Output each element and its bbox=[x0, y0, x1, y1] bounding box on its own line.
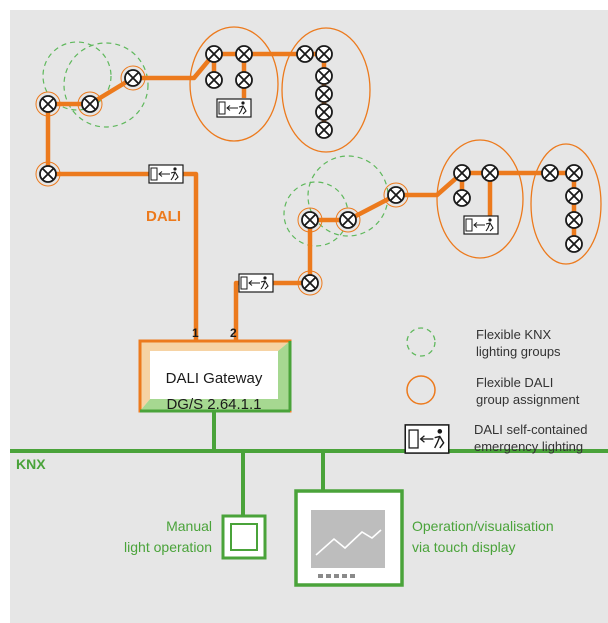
lamp-icon bbox=[565, 164, 583, 182]
touch-display-label: Operation/visualisation via touch displa… bbox=[412, 516, 554, 558]
touch-display-icon bbox=[294, 489, 404, 587]
dali-group-ellipse bbox=[530, 143, 602, 265]
manual-line2: light operation bbox=[124, 539, 212, 555]
lamp-icon bbox=[565, 211, 583, 229]
legend-knx-groups: Flexible KNX lighting groups bbox=[476, 326, 561, 360]
dali-group-ellipse bbox=[436, 139, 524, 259]
lamp-icon bbox=[296, 45, 314, 63]
touch-line2: via touch display bbox=[412, 539, 516, 555]
dali-group-ellipses bbox=[189, 26, 602, 265]
lamp-icon bbox=[124, 69, 142, 87]
dali-group-ellipse bbox=[189, 26, 279, 142]
legend-dali-groups-line2: group assignment bbox=[476, 392, 580, 407]
lamp-icon bbox=[481, 164, 499, 182]
legend-emergency-line1: DALI self-contained bbox=[474, 422, 588, 437]
port-1-label: 1 bbox=[192, 326, 199, 340]
push-button-icon bbox=[221, 514, 267, 560]
legend-emergency-line2: emergency lighting bbox=[474, 439, 584, 454]
lamp-icon bbox=[565, 187, 583, 205]
knx-group-circle bbox=[406, 327, 436, 357]
lamp-icon bbox=[39, 95, 57, 113]
lamp-icon bbox=[315, 121, 333, 139]
legend-dali-groups-line1: Flexible DALI bbox=[476, 375, 554, 390]
knx-group-circle bbox=[63, 42, 149, 128]
emergency-light-icon bbox=[216, 98, 252, 118]
lamp-icon bbox=[205, 45, 223, 63]
lamp-icon bbox=[39, 165, 57, 183]
dali-gateway-box bbox=[138, 339, 292, 413]
lamp-icon bbox=[235, 71, 253, 89]
legend-emergency: DALI self-contained emergency lighting bbox=[474, 421, 587, 455]
dali-group-ellipse bbox=[406, 375, 436, 405]
manual-line1: Manual bbox=[166, 518, 212, 534]
knx-bus bbox=[10, 406, 608, 516]
legend-knx-groups-line1: Flexible KNX bbox=[476, 327, 552, 342]
manual-operation-label: Manual light operation bbox=[96, 516, 212, 558]
lamp-icon bbox=[315, 103, 333, 121]
lamp-icon bbox=[315, 67, 333, 85]
knx-group-circle bbox=[42, 41, 112, 111]
port-2-label: 2 bbox=[230, 326, 237, 340]
lamp-icon bbox=[453, 164, 471, 182]
lamp-icon bbox=[453, 189, 471, 207]
dali-group-ellipse bbox=[281, 27, 371, 153]
dali-label: DALI bbox=[146, 208, 181, 225]
gateway-model: DG/S 2.64.1.1 bbox=[166, 396, 262, 413]
legend-symbols bbox=[404, 327, 450, 454]
lamp-icon bbox=[315, 45, 333, 63]
gateway-name: DALI Gateway bbox=[165, 370, 263, 387]
legend-dali-groups: Flexible DALI group assignment bbox=[476, 374, 579, 408]
lamp-icon bbox=[301, 274, 319, 292]
lamp-icon bbox=[565, 235, 583, 253]
touch-line1: Operation/visualisation bbox=[412, 518, 554, 534]
legend-knx-groups-line2: lighting groups bbox=[476, 344, 561, 359]
lamp-icon bbox=[339, 211, 357, 229]
lamp-rings bbox=[35, 65, 409, 296]
knx-label: KNX bbox=[16, 456, 46, 472]
lamp-icon bbox=[205, 71, 223, 89]
emergency-light-icon bbox=[148, 164, 184, 184]
lamp-icon bbox=[235, 45, 253, 63]
emergency-light-icon bbox=[463, 215, 499, 235]
lamp-icon bbox=[81, 95, 99, 113]
lamp-icon bbox=[541, 164, 559, 182]
lamp-icon bbox=[387, 186, 405, 204]
emergency-light-icon bbox=[238, 273, 274, 293]
lamp-icon bbox=[301, 211, 319, 229]
lamp-icon bbox=[315, 85, 333, 103]
